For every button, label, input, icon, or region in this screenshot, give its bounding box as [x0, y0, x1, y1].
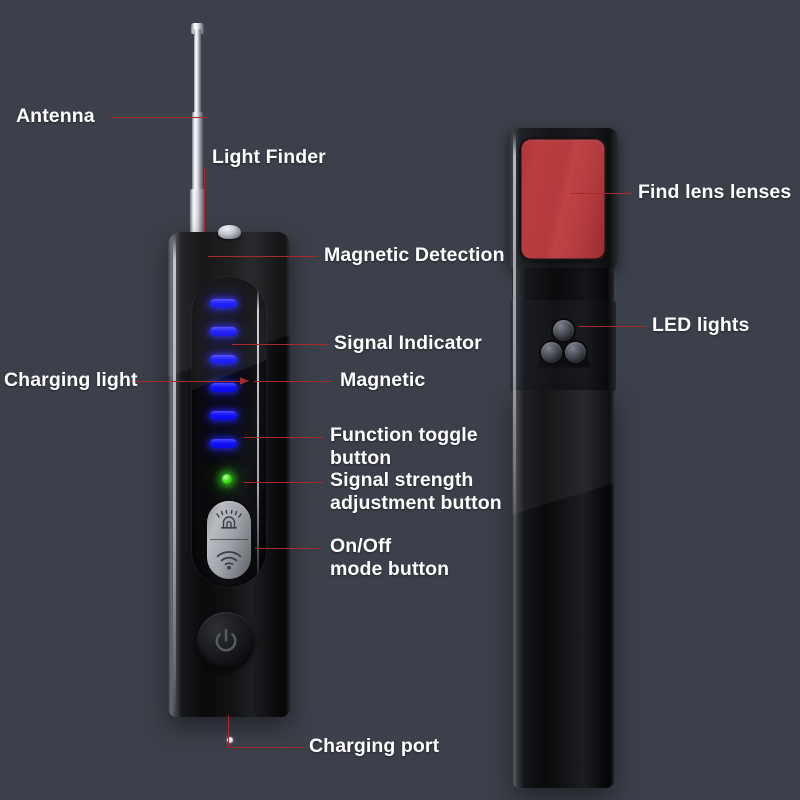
label-function-toggle-button: Function toggle button: [330, 424, 478, 469]
leader-charging-light-arrowhead: [240, 377, 249, 385]
antenna-segment-base: [190, 189, 205, 237]
lens-finder-body: [512, 390, 614, 788]
power-icon: [215, 628, 237, 652]
led-lamp-left: [541, 342, 562, 363]
device-signal-detector: [168, 23, 290, 743]
alarm-siren-icon: [207, 510, 251, 534]
leader-light-finder: [204, 168, 205, 232]
light-finder-lens: [218, 225, 241, 239]
label-light-finder: Light Finder: [212, 146, 326, 168]
label-led-lights: LED lights: [652, 314, 750, 336]
led-lamp-top: [553, 320, 574, 341]
led-housing: [510, 300, 616, 392]
signal-led-bar-3: [210, 383, 237, 392]
body-edge-highlight: [173, 235, 176, 714]
leader-function-toggle: [244, 437, 324, 438]
wifi-signal-icon: [207, 549, 251, 571]
label-find-lens-lenses: Find lens lenses: [638, 181, 792, 203]
microphone-pinhole: [227, 737, 233, 743]
leader-antenna: [110, 117, 208, 118]
leader-on-off-mode: [255, 548, 321, 549]
leader-find-lens: [570, 193, 632, 194]
label-magnetic-detection: Magnetic Detection: [324, 244, 505, 266]
lens-housing: [508, 128, 618, 270]
leader-magnetic-detection: [208, 256, 318, 257]
signal-led-bar-1: [210, 439, 237, 448]
antenna-segment-middle: [192, 112, 203, 192]
signal-led-bar-6: [210, 299, 237, 308]
power-mode-button[interactable]: [197, 612, 255, 670]
leader-signal-strength: [244, 482, 324, 483]
indicator-panel: [192, 277, 266, 587]
leader-led-lights: [578, 326, 646, 327]
signal-led-bar-2: [210, 411, 237, 420]
label-signal-strength-button: Signal strength adjustment button: [330, 469, 502, 514]
leader-charging-port-horizontal: [228, 747, 303, 748]
charging-led-indicator: [222, 474, 232, 484]
red-lens-filter-panel: [519, 137, 607, 261]
antenna-segment-top: [194, 29, 201, 115]
leader-charging-light: [127, 381, 247, 382]
label-signal-indicator: Signal Indicator: [334, 332, 482, 354]
label-on-off-mode-button: On/Off mode button: [330, 535, 450, 580]
label-antenna: Antenna: [16, 105, 95, 127]
led-lamp-right: [565, 342, 586, 363]
function-rocker-button[interactable]: [207, 501, 251, 579]
leader-magnetic: [254, 381, 332, 382]
signal-led-bar-4: [210, 355, 237, 364]
lens-finder-band: [512, 268, 614, 302]
panel-edge-highlight: [256, 287, 259, 577]
leader-charging-port-vertical: [228, 715, 229, 747]
lens-finder-edge-highlight: [513, 132, 516, 520]
leader-signal-indicator: [232, 344, 328, 345]
signal-led-bar-5: [210, 327, 237, 336]
label-magnetic: Magnetic: [340, 369, 426, 391]
rocker-divider: [210, 539, 248, 540]
device-lens-finder: [508, 128, 618, 788]
antenna-tip: [191, 23, 204, 34]
label-charging-port: Charging port: [309, 735, 440, 757]
label-charging-light: Charging light: [4, 369, 138, 391]
